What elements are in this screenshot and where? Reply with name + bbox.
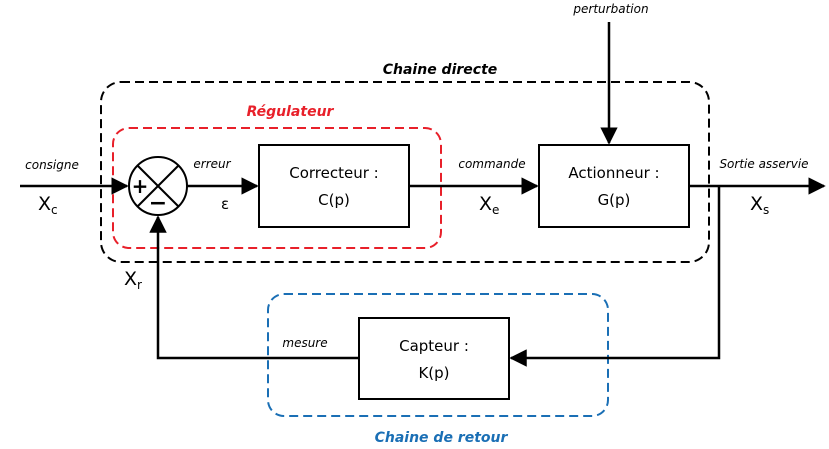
capteur-block <box>358 317 510 400</box>
xc-label: Xc <box>38 193 58 217</box>
correcteur-block <box>258 144 410 228</box>
capteur-transfer: K(p) <box>418 364 449 382</box>
consigne-label: consigne <box>25 158 79 172</box>
xr-label: Xr <box>124 268 142 292</box>
mesure-to-comparator-arrow <box>149 215 359 360</box>
chaine-retour-title: Chaine de retour <box>375 430 509 446</box>
commande-label: commande <box>458 157 525 171</box>
chaine-retour-frame <box>267 293 609 417</box>
epsilon-label: ε <box>221 195 229 213</box>
correcteur-transfer: C(p) <box>318 191 350 209</box>
actionneur-title: Actionneur : <box>568 164 659 182</box>
retour-to-capteur-arrow <box>509 186 721 367</box>
actionneur-block <box>538 144 690 228</box>
correcteur-title: Correcteur : <box>289 164 378 182</box>
chaine-directe-frame <box>100 81 710 263</box>
erreur-label: erreur <box>193 157 231 171</box>
xs-label: Xs <box>750 193 769 217</box>
comparator-minus-sign: − <box>149 191 167 216</box>
mesure-label: mesure <box>282 336 327 350</box>
regulateur-title: Régulateur <box>247 104 335 120</box>
comparator-plus-sign: + <box>132 174 149 198</box>
chaine-directe-title: Chaine directe <box>383 62 498 78</box>
perturbation-label: perturbation <box>572 2 648 16</box>
capteur-title: Capteur : <box>399 337 469 355</box>
xe-label: Xe <box>479 193 499 217</box>
actionneur-transfer: G(p) <box>598 191 631 209</box>
sortie-asservie-label: Sortie asservie <box>719 157 808 171</box>
